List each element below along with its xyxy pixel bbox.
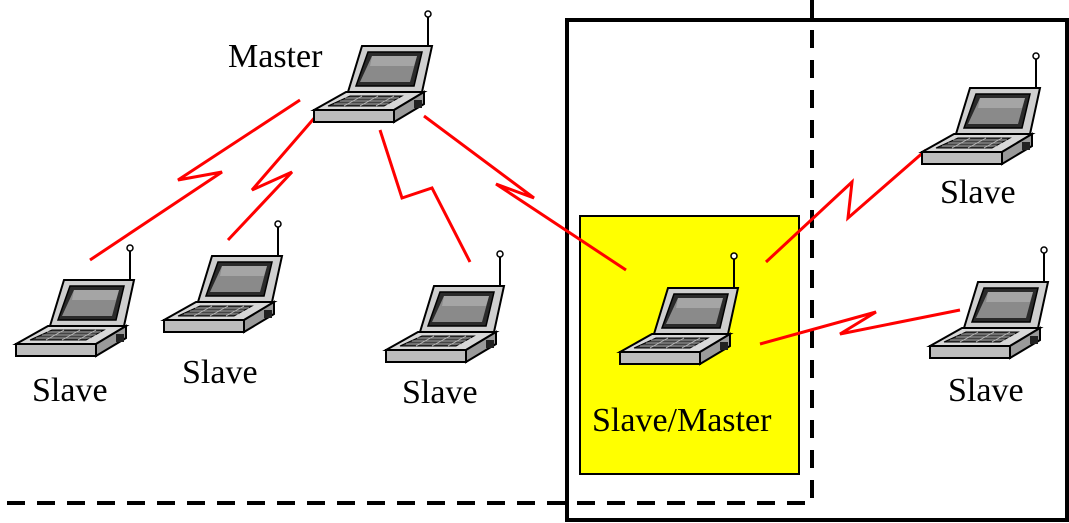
slave-3-label: Slave: [402, 374, 478, 411]
link-bridge-slave-4: [764, 148, 927, 264]
slave-5-label: Slave: [948, 372, 1024, 409]
slave-5-laptop-icon: [929, 246, 1049, 359]
master-label: Master: [228, 38, 323, 75]
link-bridge-slave-5: [759, 308, 961, 346]
piconet-2-boundary: [565, 18, 1069, 522]
slave-1-laptop-icon: [15, 244, 135, 357]
slave-4-label: Slave: [940, 174, 1016, 211]
link-master-slave-2: [226, 107, 325, 242]
slave-1-label: Slave: [32, 372, 108, 409]
link-master-bridge: [423, 114, 627, 272]
bridge-label: Slave/Master: [592, 402, 772, 439]
slave-2-laptop-icon: [163, 220, 283, 333]
piconet-1-boundary: [0, 0, 814, 505]
slave-3-laptop-icon: [385, 250, 505, 363]
link-master-slave-3: [378, 129, 472, 263]
slave-4-laptop-icon: [921, 52, 1041, 165]
link-master-slave-1: [89, 98, 301, 262]
master-laptop-icon: [313, 10, 433, 123]
slave-2-label: Slave: [182, 354, 258, 391]
